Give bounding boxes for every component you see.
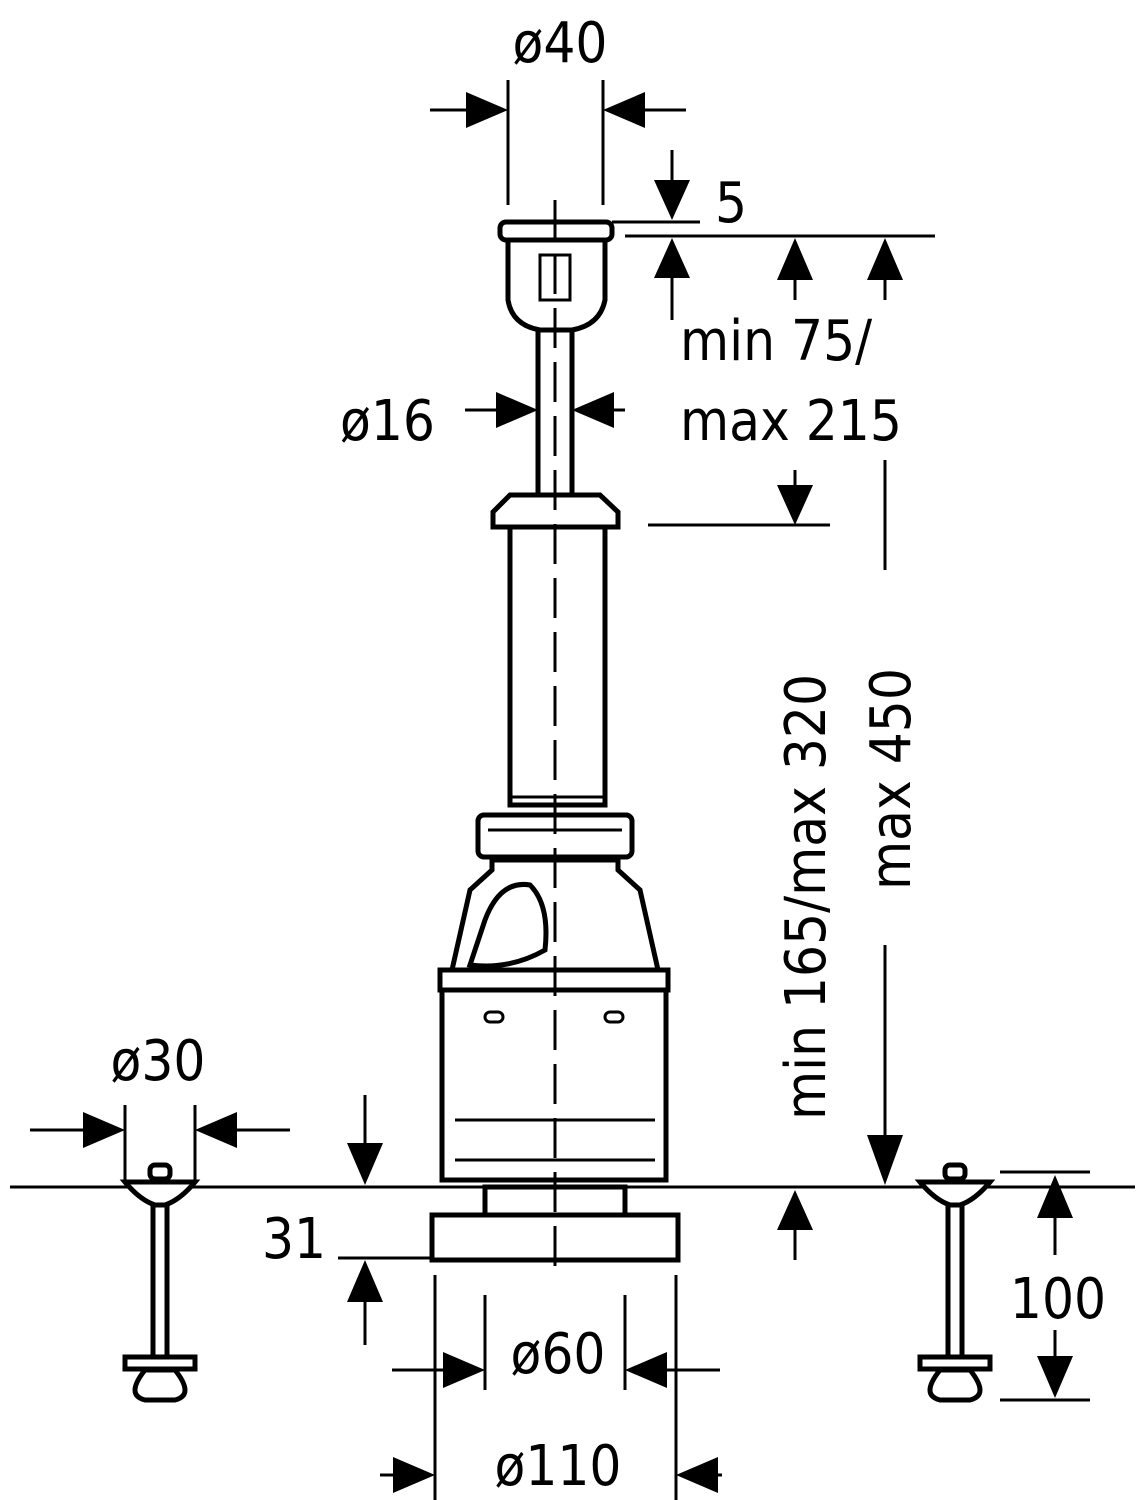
label-stem-range-1: min 75/ [680,309,872,374]
dimension-outlet-inner: ø60 [392,1295,720,1390]
label-bolt-length: 100 [1010,1267,1106,1332]
mounting-bolt-left [119,1162,201,1403]
label-stem-range-2: max 215 [680,389,902,454]
label-outlet-inner: ø60 [511,1322,606,1387]
label-stem-diameter: ø16 [340,389,435,454]
label-base-height: 31 [262,1207,326,1272]
dimension-cap-height: 5 [612,150,935,320]
mounting-bolt-right [914,1162,996,1403]
dimension-bolt-diameter: ø30 [30,1029,290,1180]
label-cap-height: 5 [715,171,747,236]
dimension-top-diameter: ø40 [430,11,686,205]
dimension-base-height: 31 [262,1095,432,1345]
dimension-outlet-outer: ø110 [380,1275,722,1500]
label-total-max: max 450 [859,668,924,890]
label-bolt-diameter: ø30 [111,1029,206,1094]
dimension-stem-range: min 75/ max 215 [648,238,902,527]
dimension-body-range: min 165/max 320 [774,674,839,1260]
dimension-stem-diameter: ø16 [340,389,625,454]
dimension-bolt-length: 100 [1000,1170,1106,1402]
label-outlet-outer: ø110 [495,1434,622,1499]
label-body-range: min 165/max 320 [774,674,839,1120]
dimension-total-max: max 450 [859,238,924,1185]
flush-valve [429,200,681,1280]
label-top-diameter: ø40 [513,11,608,76]
